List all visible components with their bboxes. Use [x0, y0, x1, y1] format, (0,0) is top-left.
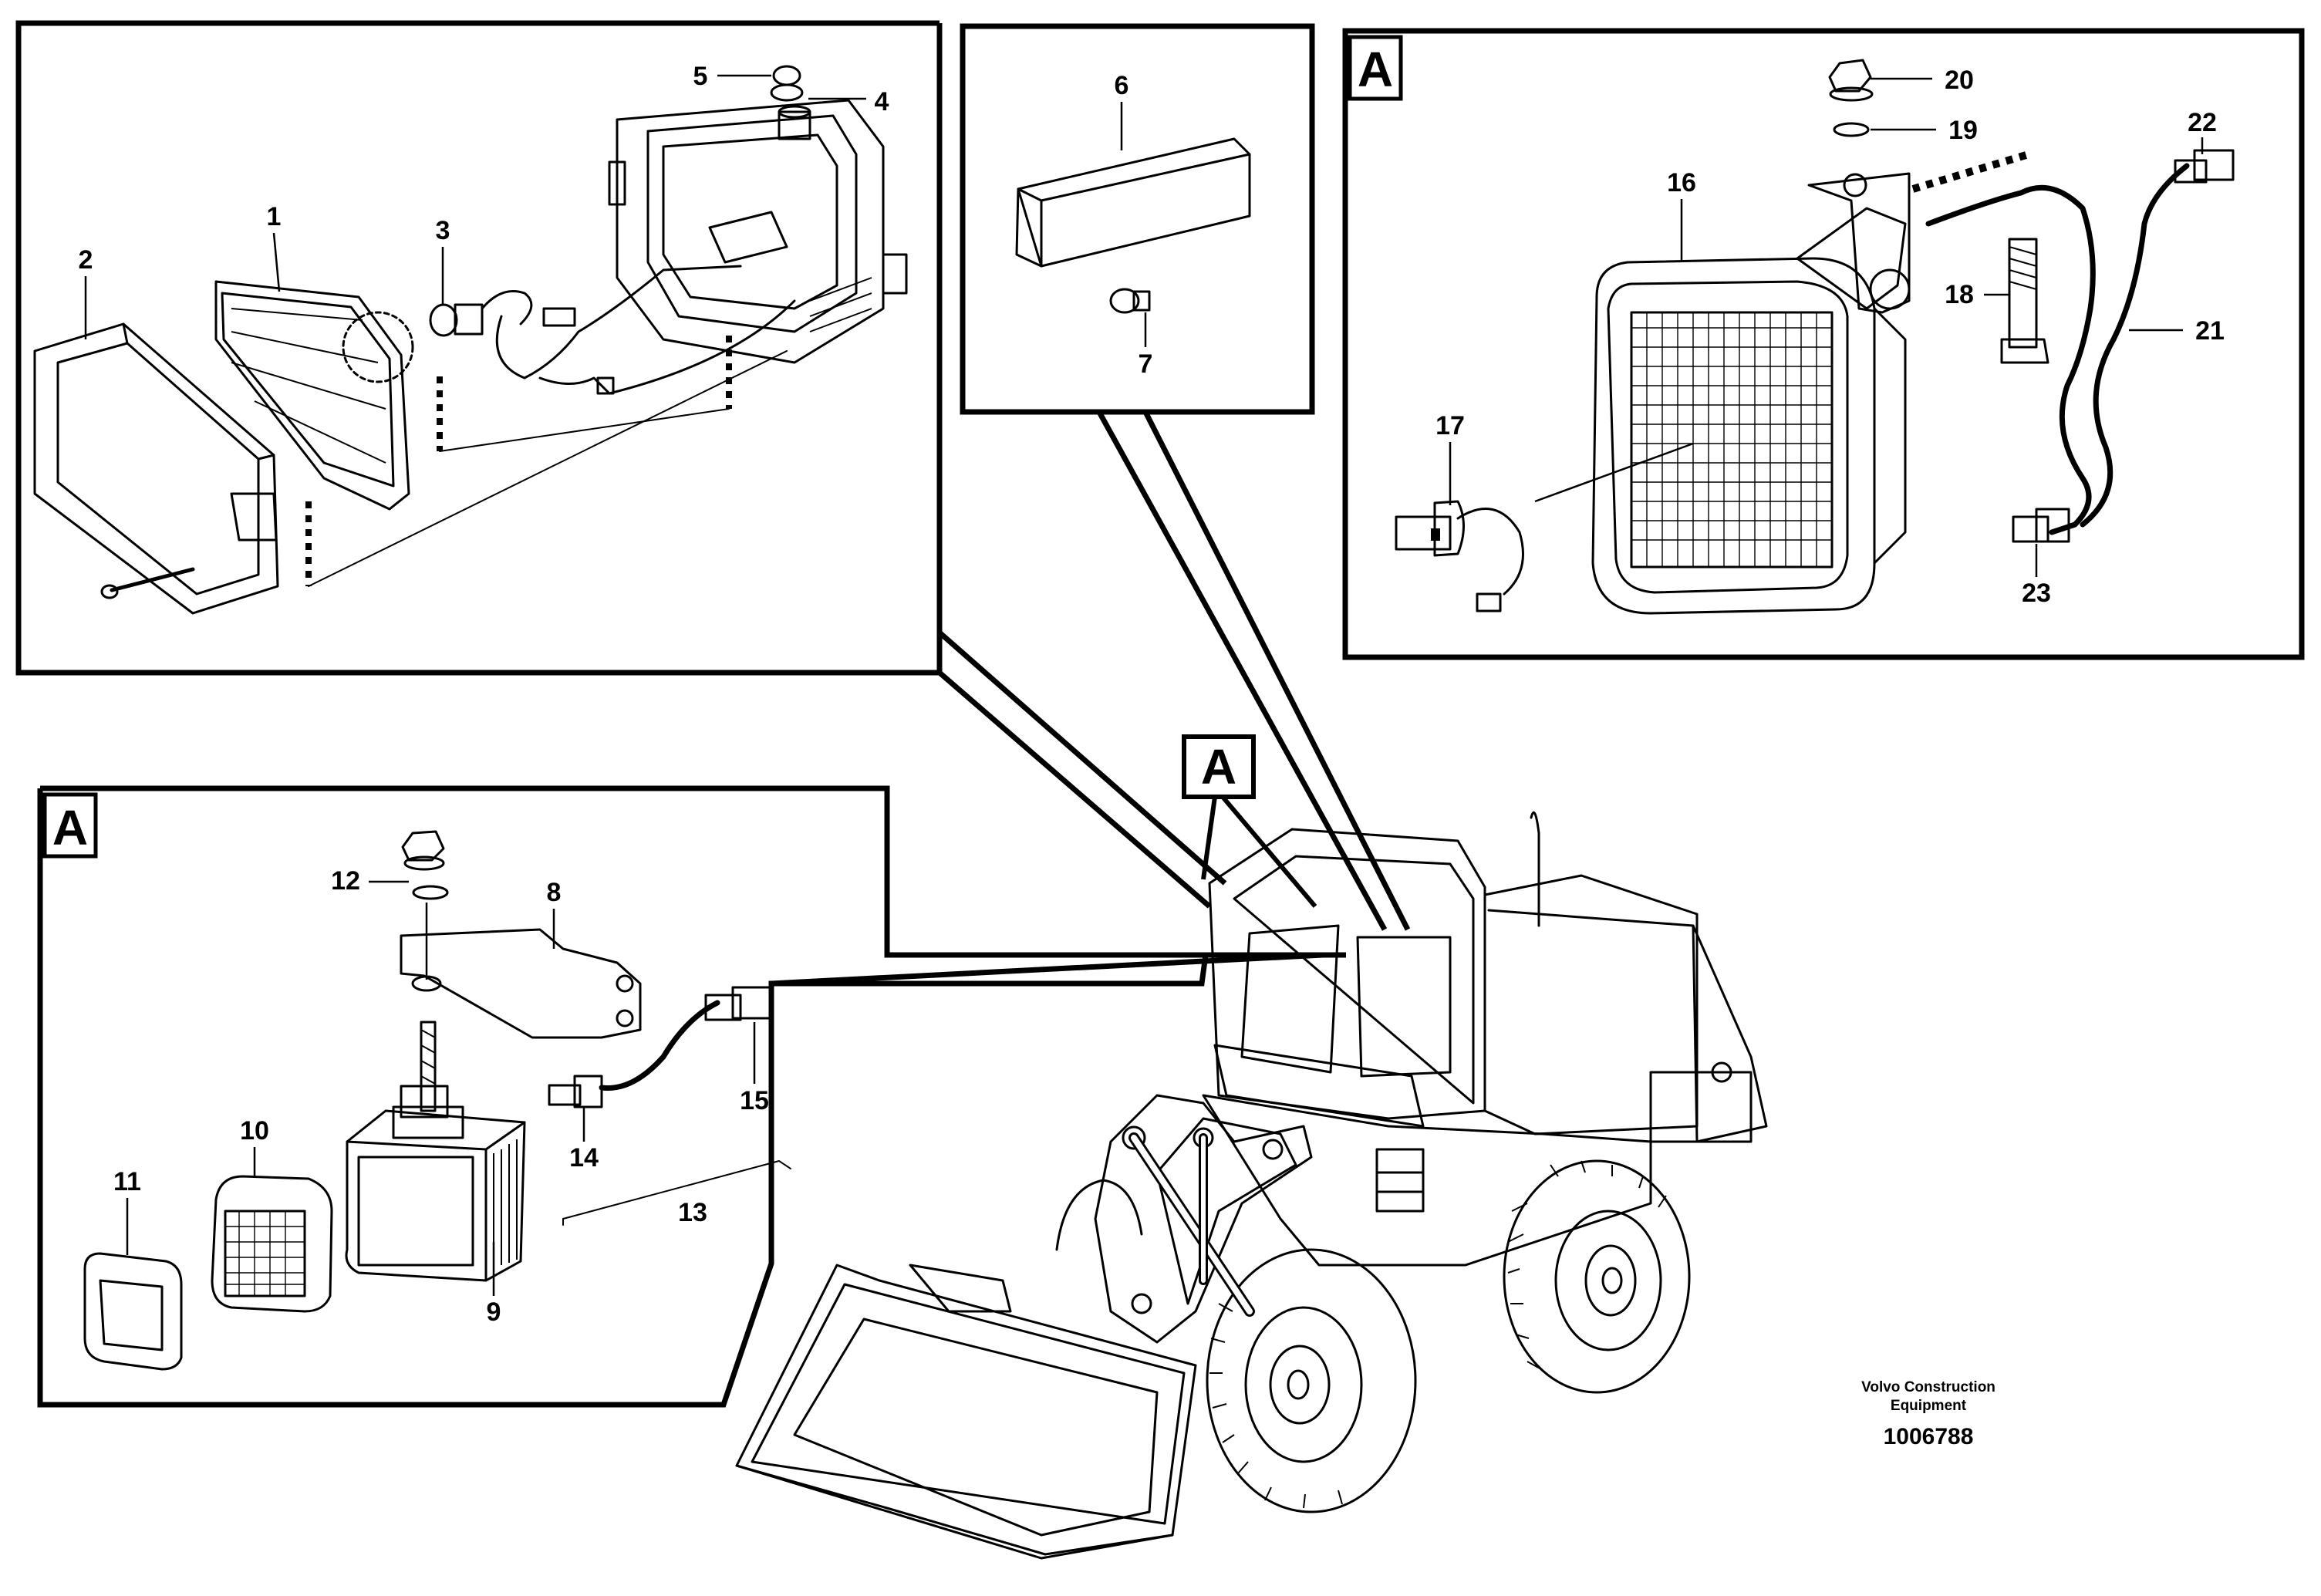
drawing-number: 1006788 — [1884, 1424, 1974, 1449]
callout-13: 13 — [678, 1198, 707, 1227]
company-name-line2: Equipment — [1891, 1398, 1967, 1414]
panel-headlamp — [15, 20, 943, 676]
headlamp-housing — [608, 99, 908, 364]
callout-5: 5 — [693, 62, 708, 91]
callout-6: 6 — [1115, 71, 1129, 100]
rear-work-light-nut-washer — [1828, 59, 1874, 137]
callout-15: 15 — [740, 1086, 769, 1115]
front-nut-washer — [401, 830, 449, 900]
callout-10: 10 — [240, 1116, 269, 1146]
side-lamp-housing — [1015, 137, 1251, 268]
view-label-box-left: A — [42, 792, 98, 859]
view-label-a-top: A — [1358, 42, 1393, 97]
headlamp-lens — [214, 280, 414, 511]
view-label-box-loader: A — [1182, 734, 1317, 908]
callout-20: 20 — [1945, 66, 1974, 95]
rear-work-light-grid — [1631, 312, 1832, 567]
side-lamp-bulb — [1109, 288, 1151, 314]
callouts: 1 2 3 4 5 6 7 8 9 10 11 12 13 — [79, 62, 2225, 1327]
callout-11: 11 — [113, 1167, 141, 1196]
headlamp-wiring — [495, 265, 796, 395]
callout-18: 18 — [1945, 280, 1974, 309]
wheel-loader — [735, 811, 1768, 1560]
callout-12: 12 — [331, 866, 360, 896]
view-label-a-left: A — [52, 800, 88, 855]
callout-1: 1 — [267, 202, 282, 231]
panel-work-light-rear — [1342, 28, 2305, 660]
front-bolt — [420, 903, 437, 1112]
headlamp-bulb — [429, 290, 533, 337]
callout-17: 17 — [1435, 411, 1465, 440]
front-frame-ring — [83, 1252, 183, 1371]
callout-14: 14 — [569, 1143, 599, 1173]
view-label-a-loader: A — [1201, 739, 1236, 795]
rear-work-light-bolt — [2000, 238, 2049, 364]
panel-connector-lines — [771, 410, 1411, 987]
headlamp-bezel — [33, 322, 279, 615]
panel-side-lamp — [960, 23, 1315, 415]
front-harness — [548, 986, 791, 1226]
company-name-line1: Volvo Construction — [1861, 1379, 1995, 1395]
callout-22: 22 — [2188, 108, 2217, 137]
rear-work-light-bracket — [1796, 172, 1911, 314]
rear-work-light-housing — [1591, 257, 1907, 615]
callout-3: 3 — [436, 216, 450, 245]
view-label-box-top: A — [1348, 35, 1403, 101]
rear-work-light-harness — [1925, 149, 2235, 543]
rear-work-light-dashes — [1911, 150, 2030, 193]
drawing-footer: Volvo Construction Equipment 1006788 — [1861, 1379, 1995, 1449]
rear-work-light-leader-17 — [1534, 442, 1694, 503]
headlamp-screw — [100, 567, 195, 599]
callout-21: 21 — [2195, 316, 2225, 346]
callout-7: 7 — [1139, 349, 1153, 379]
rear-work-light-bulb — [1395, 500, 1524, 612]
callout-9: 9 — [487, 1297, 501, 1327]
headlamp-mount-stud — [770, 65, 811, 140]
panel-work-light-front — [37, 785, 1209, 1408]
callout-19: 19 — [1948, 116, 1978, 145]
callout-8: 8 — [547, 878, 562, 907]
callout-4: 4 — [875, 87, 889, 116]
front-work-light-housing — [345, 1085, 526, 1282]
front-lens — [211, 1175, 333, 1313]
callout-16: 16 — [1667, 168, 1696, 197]
callout-23: 23 — [2022, 579, 2051, 608]
callout-2: 2 — [79, 245, 93, 275]
front-bracket — [400, 928, 642, 1039]
headlamp-dashed-mounts — [305, 336, 788, 587]
